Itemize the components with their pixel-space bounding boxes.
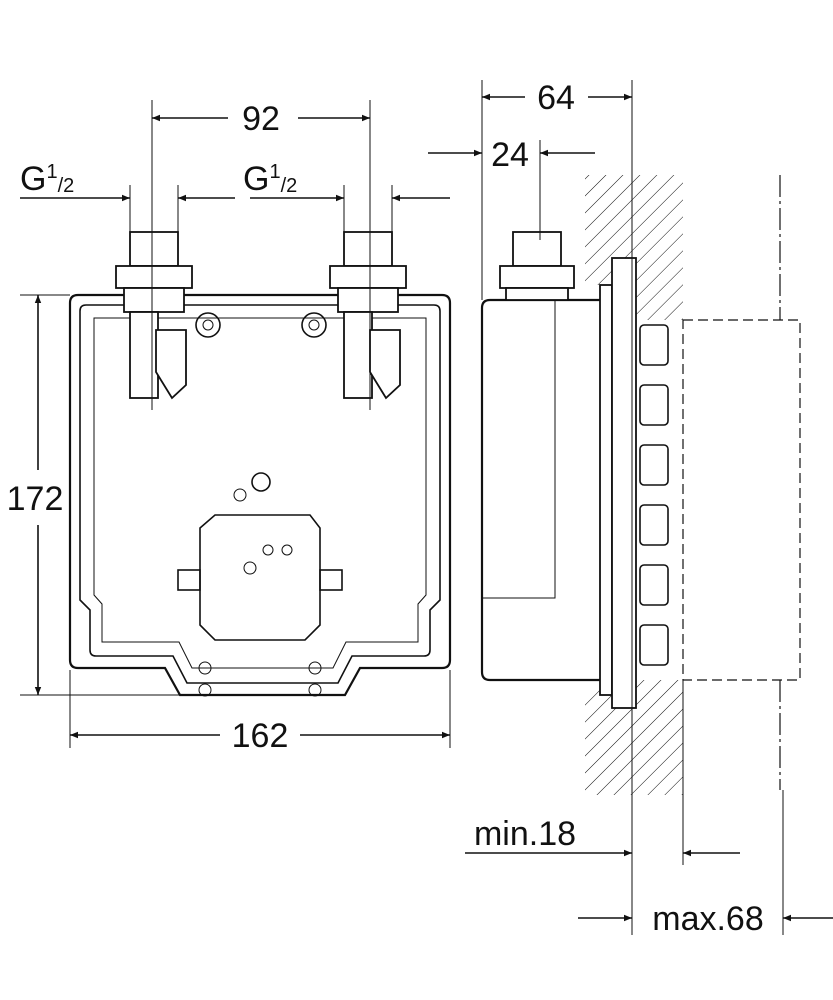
inlet-fitting-right bbox=[329, 231, 407, 400]
inlet-fitting-left bbox=[115, 231, 193, 400]
thread-right-sub: /2 bbox=[281, 175, 298, 197]
side-view bbox=[480, 175, 801, 795]
dim-inlet-spacing: 92 bbox=[242, 100, 280, 138]
front-view bbox=[68, 231, 452, 697]
side-plate-blocks bbox=[639, 324, 669, 666]
dim-depth-inlet: 24 bbox=[491, 136, 529, 174]
thread-left-main: G bbox=[20, 160, 46, 198]
dim-thread-left: G1/2 bbox=[20, 160, 74, 198]
dim-wall-min: min.18 bbox=[474, 815, 576, 853]
thread-left-sup: 1 bbox=[46, 161, 57, 183]
thread-left-sub: /2 bbox=[58, 175, 75, 197]
thread-right-main: G bbox=[243, 160, 269, 198]
thread-right-sup: 1 bbox=[269, 161, 280, 183]
dim-width: 162 bbox=[232, 717, 289, 755]
dim-wall-max: max.68 bbox=[652, 900, 764, 938]
dimension-lines bbox=[20, 80, 833, 935]
dim-depth-total: 64 bbox=[537, 79, 575, 117]
dim-thread-right: G1/2 bbox=[243, 160, 297, 198]
dim-height: 172 bbox=[7, 480, 64, 518]
